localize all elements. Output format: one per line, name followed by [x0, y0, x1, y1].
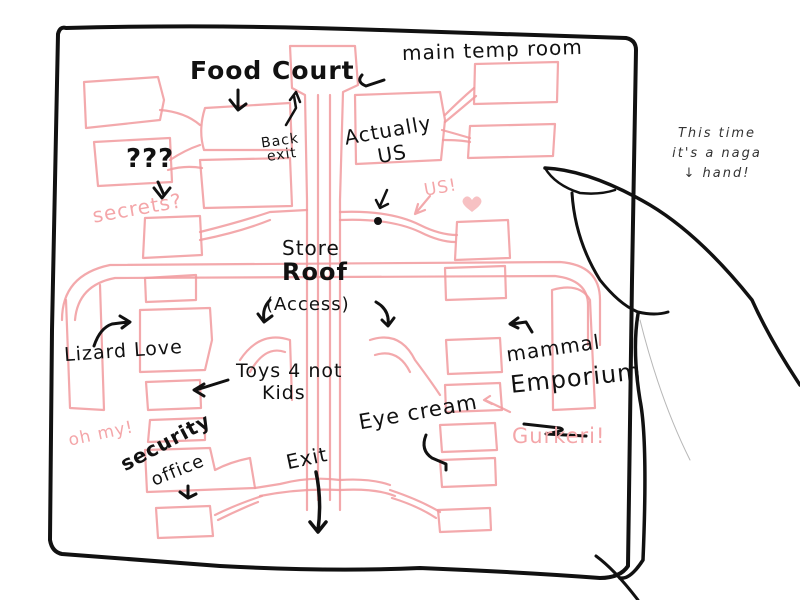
map-store-mid-right-4 [443, 381, 504, 414]
map-column-left [64, 283, 106, 412]
label-gurkeri: Gurkeri! [512, 424, 606, 448]
label-question-marks: ??? [126, 144, 175, 174]
map-arc-left [238, 336, 294, 402]
map-connector-mid-1 [198, 208, 459, 244]
map-connector-top-right [440, 86, 478, 144]
heart-icon [462, 196, 482, 212]
map-store-mid-left-4 [144, 378, 203, 412]
map-connector-top-left [158, 108, 204, 172]
arrow-lizard-love [92, 314, 132, 348]
hand-thumbnail [543, 166, 617, 195]
map-store-top-left-2 [92, 136, 174, 188]
label-store: Store [282, 236, 340, 260]
map-store-top-right-2 [466, 122, 557, 160]
side-note: This time it's a naga ↓ hand! [652, 124, 782, 184]
map-store-mid-left-2 [143, 273, 198, 304]
map-store-mid-right-2 [443, 264, 508, 302]
map-arc-right [368, 336, 442, 397]
map-store-mid-right-3 [444, 336, 504, 376]
hand-thumb-inner [570, 191, 670, 316]
arrow-actually-us [374, 188, 390, 210]
label-kids: Kids [262, 382, 306, 404]
arrow-back-exit [284, 90, 302, 127]
scribble-gurkeri [522, 422, 588, 438]
map-store-lower-left-1 [146, 416, 207, 444]
map-store-lower-right-1 [438, 421, 499, 454]
map-store-lower-left-2 [143, 446, 257, 494]
map-store-mid-right-1 [453, 218, 512, 262]
map-store-mid-left-1 [141, 214, 204, 260]
map-store-top-right-1 [472, 60, 560, 106]
arrow-down-icon: ↓ [683, 166, 703, 181]
arrow-main-temp-room [358, 73, 386, 88]
map-store-top-left-4 [198, 156, 294, 210]
hand-finger-crease [639, 319, 691, 461]
arrow-access-left [256, 298, 274, 324]
label-roof: Roof [282, 258, 348, 286]
arrow-food-court [228, 88, 248, 112]
side-note-line-2: it's a naga [672, 146, 762, 161]
map-central-corridor [288, 44, 360, 512]
side-note-line-1: This time [677, 126, 757, 141]
map-store-mid-left-3 [138, 306, 214, 374]
map-bottom-branch-right [388, 488, 442, 520]
arrow-eye-cream [422, 433, 448, 472]
arrow-question-marks [152, 180, 172, 200]
map-store-bottom-right [436, 506, 493, 534]
map-column-right [550, 286, 597, 412]
arrow-toys [192, 378, 230, 398]
arrow-access-right [374, 300, 396, 328]
map-store-top-left-3 [200, 101, 294, 152]
side-note-line-3: ↓ hand! [683, 166, 751, 181]
pink-arrow-us [413, 194, 432, 216]
label-food-court: Food Court [190, 56, 355, 85]
hand-lower [594, 554, 640, 600]
paper-outline [48, 24, 638, 580]
map-bottom-branch-left [213, 494, 264, 522]
map-central-corridor-inner [316, 93, 332, 502]
arrow-security-office [178, 484, 198, 500]
map-store-lower-right-2 [438, 456, 498, 489]
you-are-here-dot [374, 217, 382, 225]
arrow-exit [308, 470, 328, 534]
pink-arrow-gurkeri [482, 394, 512, 414]
hand-palm-edge [618, 312, 647, 580]
map-store-bottom-left [154, 504, 215, 540]
label-toys: Toys 4 not [236, 360, 343, 382]
map-bottom-corridor [253, 477, 397, 498]
label-access: (Access) [266, 294, 350, 315]
hand-thumb [543, 166, 800, 387]
arrow-mammal [508, 316, 534, 334]
